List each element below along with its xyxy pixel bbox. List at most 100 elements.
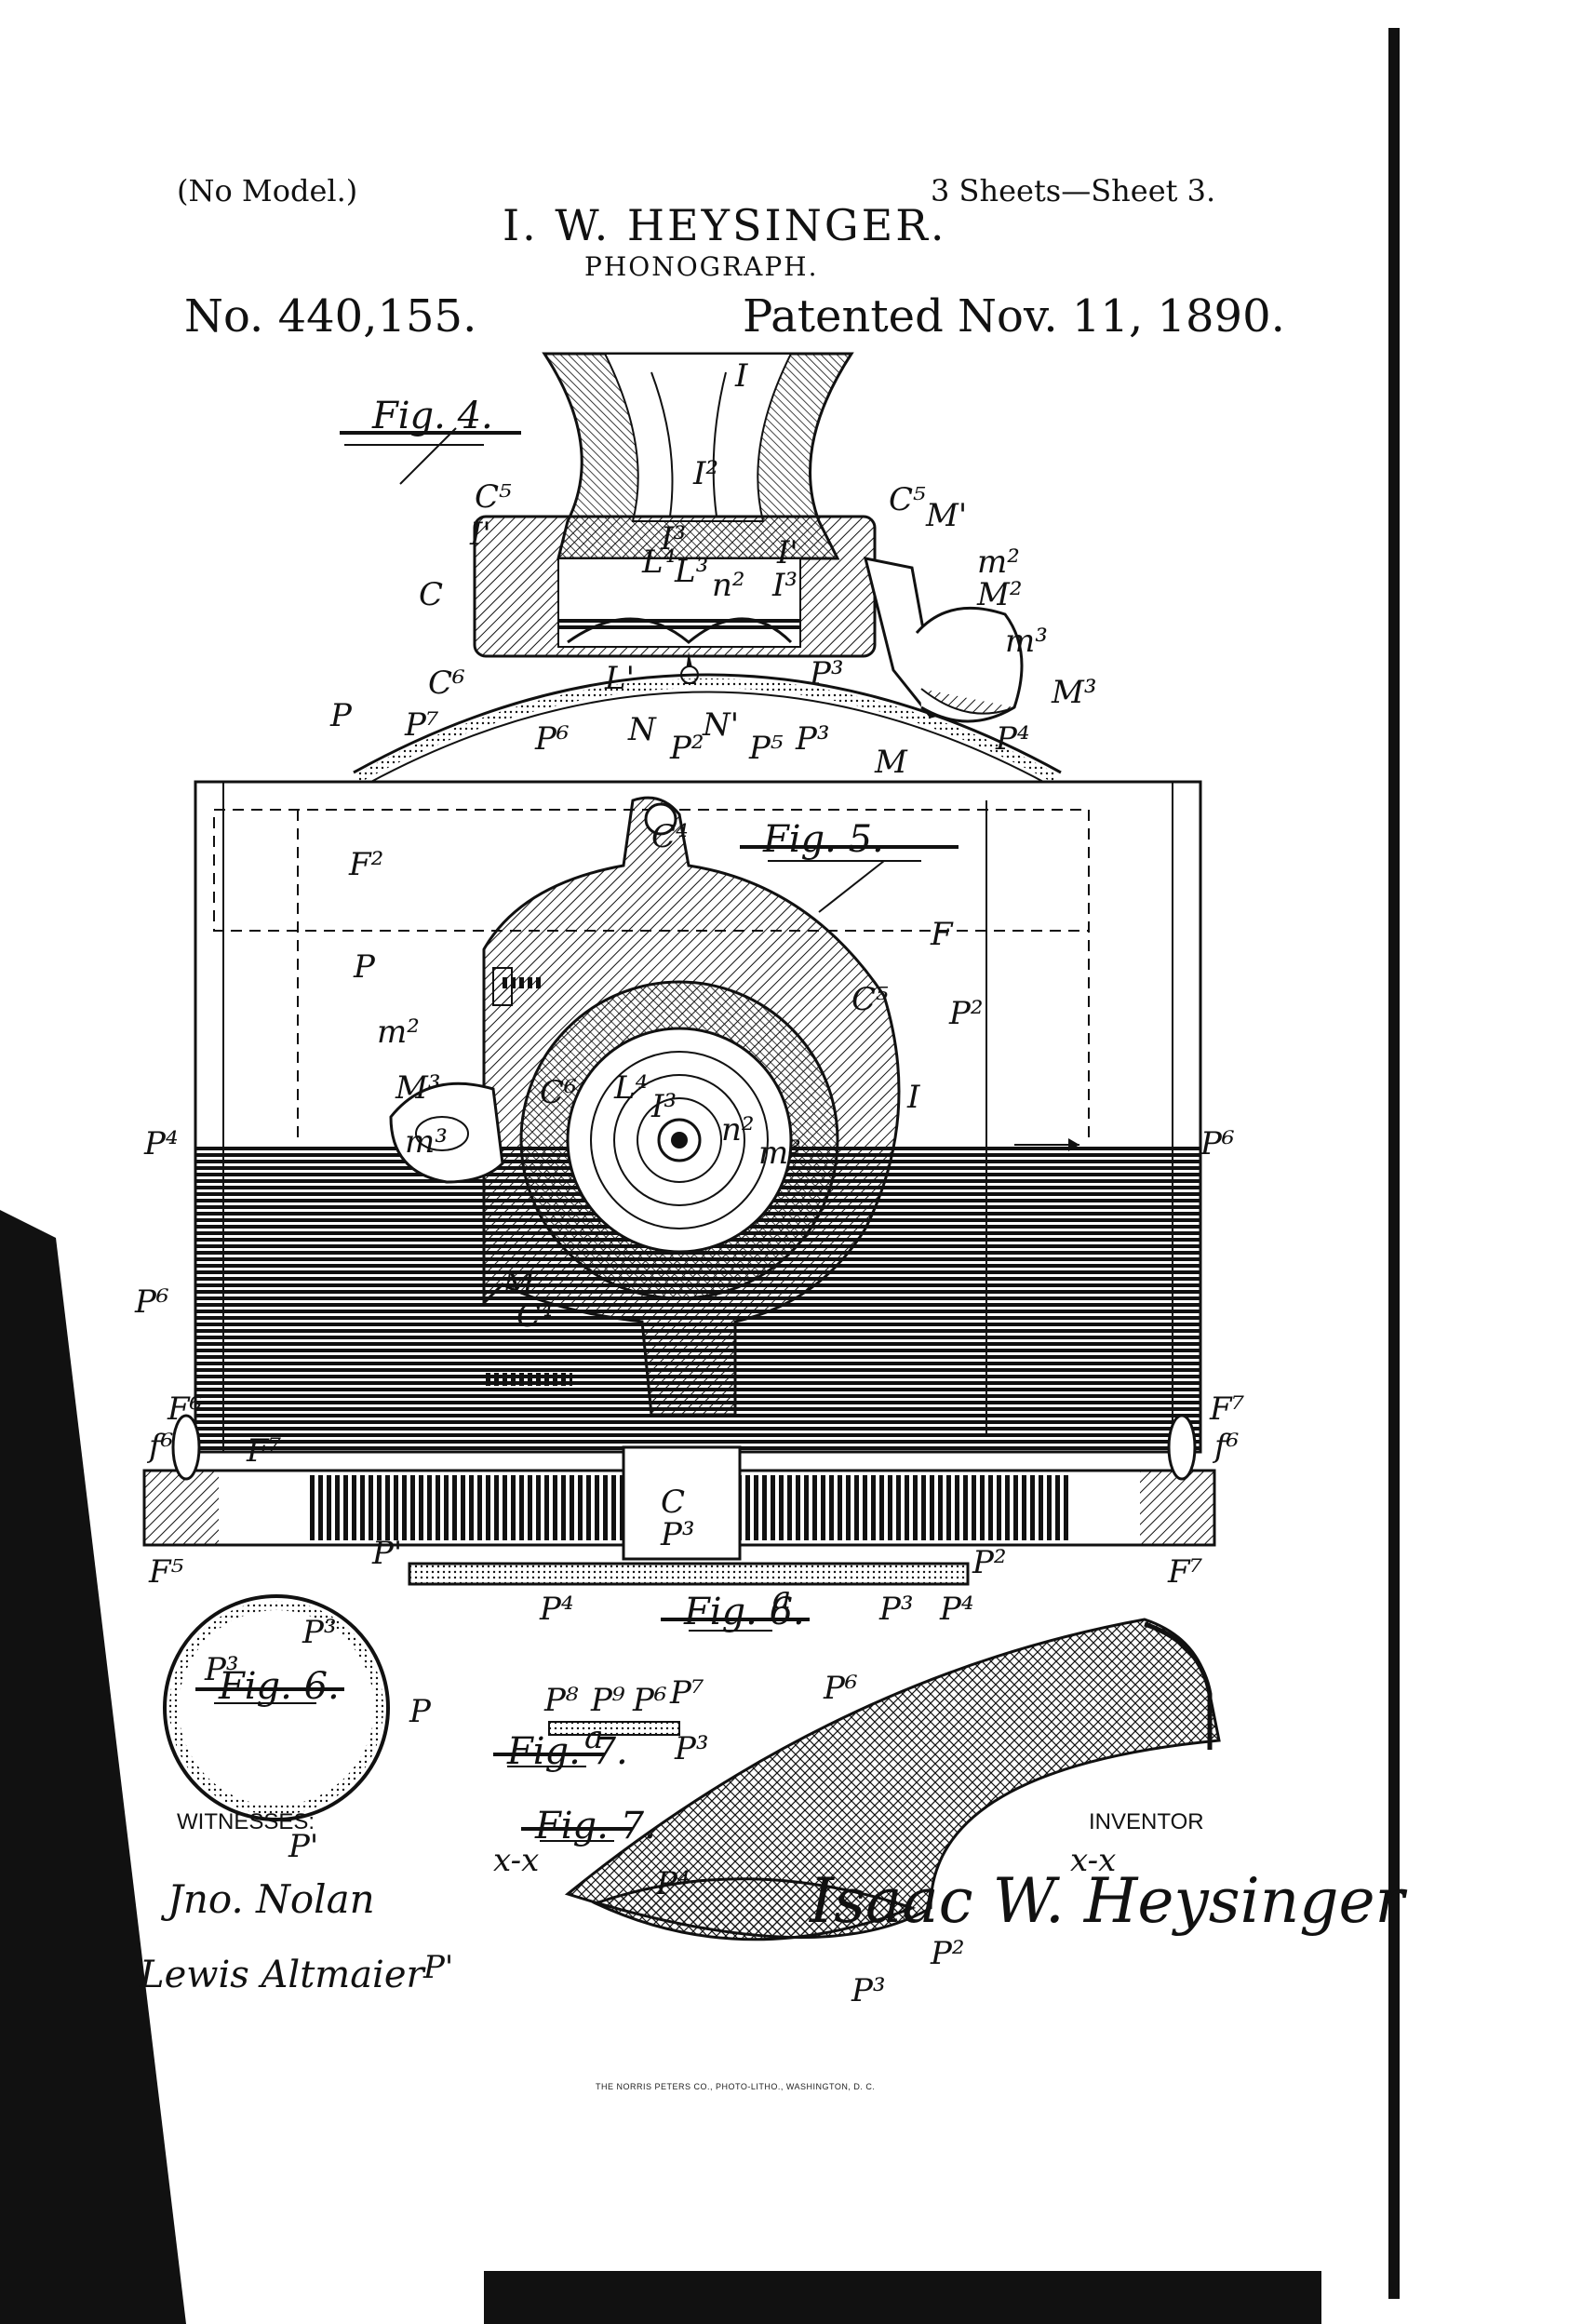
label-C5-fig5: C⁵ [851, 981, 889, 1018]
label-P4-strip-b: P⁴ [939, 1591, 974, 1628]
inventor-signature: Isaac W. Heysinger [809, 1865, 1408, 1937]
label-P3-fig7: P³ [851, 1972, 886, 2009]
label-I2: I² [692, 455, 718, 492]
label-C-base: C [661, 1484, 685, 1521]
label-F7-right: F⁷ [1209, 1390, 1245, 1428]
inventor-name: I. W. HEYSINGER. [503, 200, 947, 250]
label-L4-fig5: L⁴ [613, 1069, 648, 1107]
label-n2-fig5: n² [721, 1111, 755, 1149]
label-L4: L⁴ [641, 544, 676, 581]
fig-7a-label: Fig. 7. [506, 1730, 628, 1773]
label-F2: F² [348, 846, 383, 883]
scan-edge-bottom [484, 2271, 1321, 2324]
label-I3-b: I³ [771, 567, 798, 604]
label-I3: I³ [660, 520, 686, 557]
label-xx-right: x-x [1070, 1842, 1116, 1879]
label-P-fig5: P [353, 948, 376, 986]
label-P2-arc: P² [669, 730, 704, 767]
figure-7 [564, 1618, 1221, 1941]
label-f6-right: f⁶ [1212, 1428, 1239, 1465]
scan-edge-left [0, 1210, 186, 2324]
label-m2-fig5: m² [377, 1014, 420, 1051]
label-M2: M² [976, 576, 1022, 613]
label-P1-fig7: P' [422, 1949, 453, 1986]
label-P3-strip: P³ [878, 1591, 914, 1628]
label-F-top: F [930, 916, 954, 953]
label-C5-left: C⁵ [475, 478, 512, 516]
label-M-fig5: M [502, 1265, 536, 1302]
label-P7-7a: P⁷ [669, 1674, 704, 1712]
label-P4-strip: P⁴ [539, 1591, 574, 1628]
label-P3-arc-b: P³ [795, 720, 830, 758]
label-P4-fig7: P⁴ [655, 1865, 690, 1902]
label-N1: N' [702, 706, 739, 744]
label-P7-arc: P⁷ [404, 706, 439, 744]
label-P1-strip: P' [371, 1535, 402, 1572]
figure-7a [493, 1721, 680, 1842]
label-P4-left: P⁴ [143, 1125, 179, 1162]
label-f6-left: f⁶ [146, 1428, 173, 1465]
no-model-note: (No Model.) [177, 173, 358, 208]
witness-signature-2: Lewis Altmaier [139, 1954, 427, 1996]
label-P-arc: P [329, 697, 353, 734]
label-M-arc: M [874, 744, 908, 781]
fig-5-label: Fig. 5. [762, 818, 884, 861]
label-P2-fig5: P² [948, 995, 984, 1032]
label-N: N [627, 711, 657, 748]
fig-6-label: Fig. 6. [218, 1665, 340, 1708]
label-P8: P⁸ [543, 1682, 579, 1719]
label-m2: m² [977, 544, 1020, 581]
label-m3-fig5-b: m³ [758, 1135, 801, 1172]
label-P4-arc: P⁴ [995, 720, 1030, 758]
label-P9: P⁹ [590, 1682, 625, 1719]
witnesses-label: WITNESSES: [177, 1809, 315, 1834]
printer-imprint: THE NORRIS PETERS CO., PHOTO-LITHO., WAS… [596, 2082, 875, 2091]
label-n2: n² [712, 567, 745, 604]
figure-6 [163, 1594, 390, 1821]
label-m3-fig5: m³ [405, 1123, 448, 1161]
label-P6-fig7: P⁶ [823, 1670, 858, 1707]
label-P6-arc: P⁶ [534, 720, 570, 758]
patent-title: PHONOGRAPH. [584, 251, 819, 282]
label-P6-7a: P⁶ [632, 1682, 667, 1719]
label-m3: m³ [1005, 623, 1048, 660]
label-C: C [419, 576, 443, 613]
label-I3-fig5: I³ [650, 1088, 677, 1125]
label-P3-arc: P³ [809, 655, 844, 692]
label-I1-right: I' [776, 534, 798, 571]
label-P2-fig7: P² [930, 1935, 965, 1972]
label-M3-fig5: M³ [395, 1069, 440, 1107]
patent-number: No. 440,155. [184, 290, 477, 343]
label-F5: F⁵ [148, 1553, 184, 1591]
figure-5 [194, 780, 1202, 1454]
label-xx-left: x-x [493, 1842, 539, 1879]
fig-6a-superscript: a [772, 1579, 791, 1617]
label-P3-base: P³ [660, 1516, 695, 1553]
label-C6: C⁶ [428, 665, 465, 702]
label-P6-right: P⁶ [1200, 1125, 1235, 1162]
label-C6-fig5: C⁶ [540, 1074, 577, 1111]
label-C5-right: C⁵ [889, 481, 926, 518]
label-C4-fig5: C⁴ [516, 1297, 554, 1335]
label-I-fig5: I [906, 1079, 920, 1116]
scan-edge-right [1388, 28, 1400, 2299]
label-P1-witness: P' [288, 1828, 318, 1865]
label-P3-fig6: P³ [302, 1614, 337, 1651]
label-P-fig6: P [409, 1693, 432, 1730]
label-P2-strip: P² [972, 1544, 1007, 1581]
base-section [142, 1414, 1216, 1632]
patented-date: Patented Nov. 11, 1890. [743, 290, 1285, 343]
fig-4-label: Fig. 4. [371, 395, 493, 437]
label-M3: M³ [1051, 674, 1096, 711]
witness-signature-1: Jno. Nolan [160, 1876, 375, 1922]
fig-7a-superscript: a [584, 1719, 603, 1756]
label-P6-left: P⁶ [134, 1283, 169, 1321]
fig-6a-label: Fig. 6. [683, 1591, 805, 1633]
figure-4 [340, 352, 1062, 785]
label-M1: M' [925, 497, 967, 534]
label-P3-7a: P³ [674, 1730, 709, 1767]
label-P3-fig6-b: P³ [204, 1651, 239, 1688]
label-I1-left: I' [469, 516, 491, 553]
inventor-label: INVENTOR [1089, 1809, 1204, 1834]
